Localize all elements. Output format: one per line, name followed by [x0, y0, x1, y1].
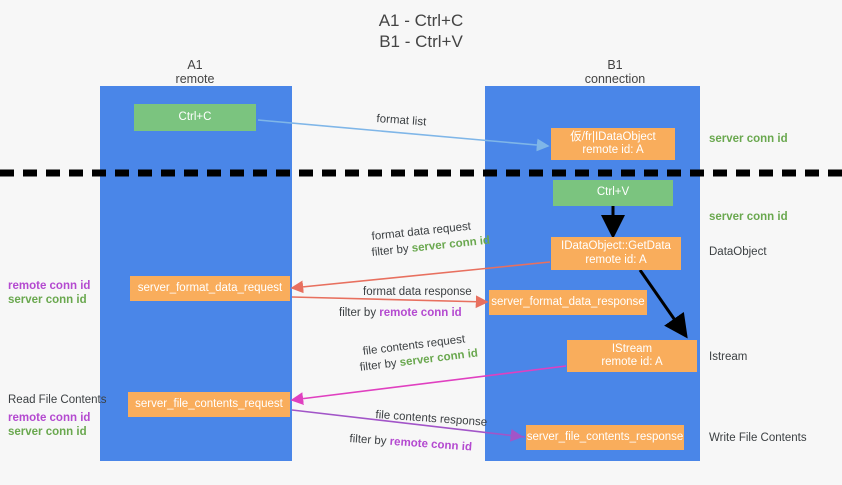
label-server-conn-id-mid: server conn id: [709, 211, 788, 223]
label-server-conn-id-top: server conn id: [709, 133, 788, 145]
box-ctrl-c[interactable]: Ctrl+C: [134, 104, 256, 131]
box-idataobject-getdata[interactable]: IDataObject::GetData remote id: A: [551, 237, 681, 270]
filter-prefix: filter by: [349, 432, 391, 448]
label-server-conn-id-1: server conn id: [8, 294, 87, 306]
box-server-file-contents-response-label: server_file_contents_response: [526, 430, 684, 443]
box-idataobject-title: 仮/fr|IDataObject: [570, 130, 656, 143]
label-dataobject: DataObject: [709, 246, 767, 258]
label-format-data-response-filter: filter by remote conn id: [339, 306, 462, 320]
filter-prefix: filter by: [339, 307, 380, 319]
lane-b1-sub: connection: [584, 72, 646, 86]
label-write-file-contents: Write File Contents: [709, 432, 807, 444]
filter-value-remote-conn-id: remote conn id: [379, 307, 462, 319]
box-server-format-data-request-label: server_format_data_request: [137, 281, 283, 294]
label-file-contents-response: file contents response: [375, 408, 488, 429]
label-format-data-response: format data response: [363, 286, 472, 298]
box-ctrl-v-label: Ctrl+V: [596, 186, 630, 199]
box-ctrl-v[interactable]: Ctrl+V: [553, 180, 673, 206]
lane-a1-name: A1: [187, 58, 203, 72]
box-server-file-contents-response[interactable]: server_file_contents_response: [526, 425, 684, 450]
box-ctrl-c-label: Ctrl+C: [178, 110, 212, 123]
box-istream[interactable]: IStream remote id: A: [567, 340, 697, 372]
lane-header-a1: A1 remote: [145, 58, 245, 86]
lane-a1-sub: remote: [175, 72, 215, 86]
label-format-list: format list: [376, 112, 427, 129]
box-istream-title: IStream: [611, 342, 653, 355]
diagram-title: A1 - Ctrl+C B1 - Ctrl+V: [321, 10, 521, 52]
box-idataobject-sub: remote id: A: [582, 144, 644, 156]
label-istream: Istream: [709, 351, 748, 363]
lane-header-b1: B1 connection: [565, 58, 665, 86]
filter-value-remote-conn-id: remote conn id: [389, 435, 473, 454]
box-server-format-data-response-label: server_format_data_response: [491, 295, 645, 308]
label-remote-conn-id-2: remote conn id: [8, 412, 91, 424]
box-getdata-title: IDataObject::GetData: [561, 240, 671, 252]
box-server-file-contents-request[interactable]: server_file_contents_request: [128, 392, 290, 417]
lane-b1-name: B1: [607, 58, 623, 72]
label-server-conn-id-2: server conn id: [8, 426, 87, 438]
box-server-format-data-request[interactable]: server_format_data_request: [130, 276, 290, 301]
label-file-contents-response-filter: filter by remote conn id: [349, 432, 472, 455]
label-remote-conn-id-1: remote conn id: [8, 280, 91, 292]
label-read-file-contents: Read File Contents: [8, 394, 107, 406]
filter-prefix: filter by: [359, 357, 401, 374]
box-getdata-sub: remote id: A: [585, 253, 647, 266]
box-idataobject[interactable]: 仮/fr|IDataObject remote id: A: [551, 128, 675, 160]
box-server-format-data-response[interactable]: server_format_data_response: [489, 290, 647, 315]
filter-prefix: filter by: [371, 242, 413, 259]
title-line-2: B1 - Ctrl+V: [379, 32, 463, 51]
box-istream-sub: remote id: A: [601, 356, 663, 368]
box-server-file-contents-request-label: server_file_contents_request: [135, 397, 283, 410]
title-line-1: A1 - Ctrl+C: [378, 11, 464, 30]
